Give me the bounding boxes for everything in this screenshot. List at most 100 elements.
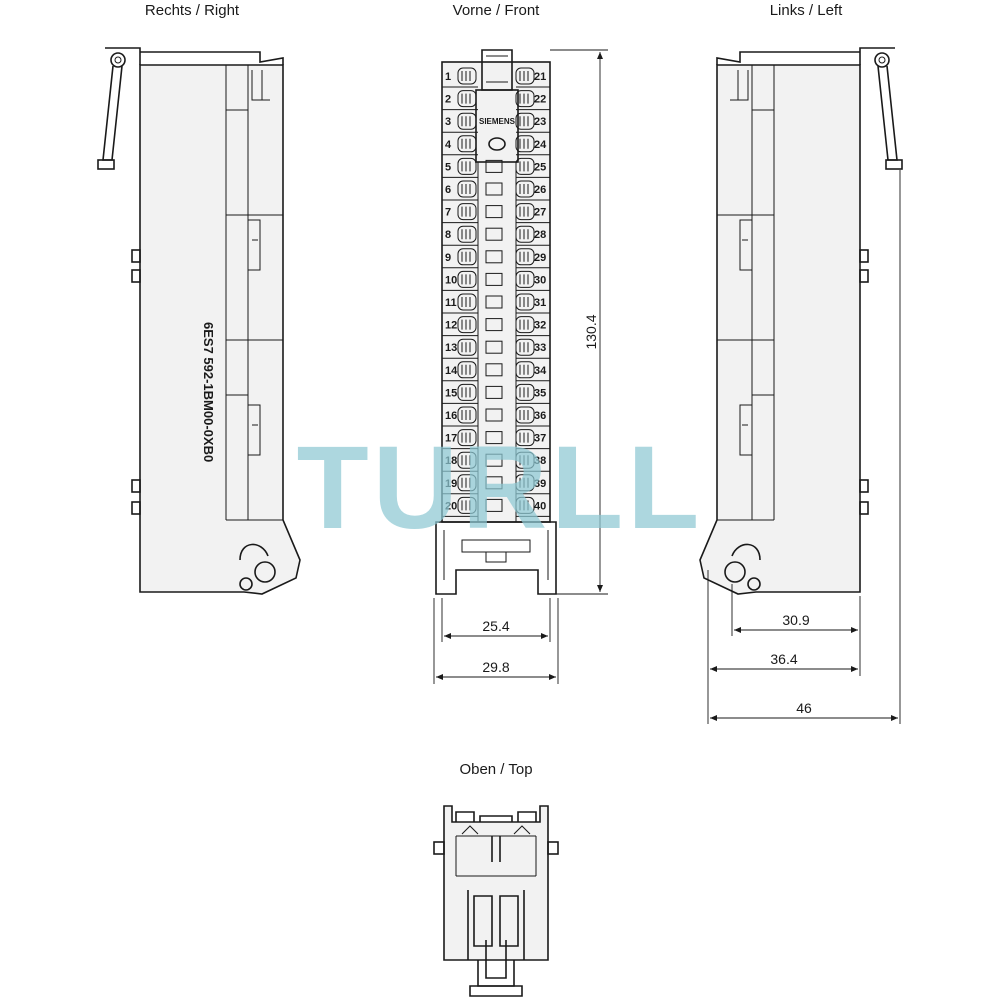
center-window [485, 340, 503, 354]
center-window [485, 272, 503, 286]
clamp-left-icon [457, 203, 477, 221]
clamp-left-icon [457, 270, 477, 288]
clamp-left-icon [457, 135, 477, 153]
terminal-number-right: 38 [534, 455, 546, 467]
center-window [485, 385, 503, 399]
clamp-left-slot [461, 274, 471, 285]
clamp-left-slot [461, 432, 471, 443]
clamp-left-icon [457, 112, 477, 130]
clamp-left-icon [457, 474, 477, 492]
clamp-right-slot [519, 184, 529, 194]
clamp-left-slot [461, 500, 471, 511]
terminal-number-left: 17 [445, 433, 457, 445]
center-window [485, 227, 503, 241]
center-window [485, 159, 503, 173]
clamp-right-slot [519, 138, 529, 149]
center-window [485, 182, 503, 196]
clamp-right-icon [515, 180, 535, 198]
clamp-left-slot [461, 138, 471, 149]
terminal-number-right: 36 [534, 410, 546, 422]
center-window [485, 408, 503, 422]
clamp-right-icon [515, 429, 535, 447]
center-window [485, 498, 503, 512]
clamp-left-icon [457, 248, 477, 266]
dim-front-outer-width: 29.8 [482, 659, 509, 675]
clamp-right-icon [515, 496, 535, 514]
clamp-left-icon [457, 496, 477, 514]
clamp-left-slot [461, 93, 471, 104]
terminal-number-left: 20 [445, 500, 457, 512]
terminal-number-left: 14 [445, 365, 458, 377]
clamp-right-slot [519, 410, 529, 420]
terminal-number-left: 7 [445, 207, 451, 219]
terminal-number-right: 25 [534, 161, 546, 173]
clamp-left-slot [461, 184, 471, 194]
clamp-right-slot [519, 229, 529, 240]
terminal-number-left: 4 [445, 139, 452, 151]
dim-left-36-4: 36.4 [770, 651, 797, 667]
clamp-left-icon [457, 157, 477, 175]
terminal-number-right: 23 [534, 116, 546, 128]
terminal-number-left: 8 [445, 229, 451, 241]
clamp-left-slot [461, 71, 471, 81]
clamp-left-icon [457, 361, 477, 379]
clamp-left-icon [457, 316, 477, 334]
clamp-right-icon [515, 248, 535, 266]
terminal-number-right: 37 [534, 433, 546, 445]
clamp-right-slot [519, 319, 529, 330]
terminal-number-left: 18 [445, 455, 457, 467]
terminal-number-right: 24 [534, 139, 547, 151]
view-title-top: Oben / Top [459, 761, 532, 778]
center-window [485, 205, 503, 219]
terminal-number-left: 6 [445, 184, 451, 196]
brand-label: SIEMENS [479, 117, 516, 126]
clamp-left-slot [461, 477, 471, 488]
terminal-row: 4 24 [442, 135, 550, 156]
clamp-right-icon [515, 157, 535, 175]
terminal-number-left: 5 [445, 161, 451, 173]
clamp-left-slot [461, 229, 471, 240]
terminal-number-right: 30 [534, 274, 546, 286]
clamp-left-slot [461, 455, 471, 466]
clamp-right-icon [515, 67, 535, 85]
clamp-right-icon [515, 316, 535, 334]
clamp-right-slot [519, 206, 529, 217]
terminal-number-left: 16 [445, 410, 457, 422]
terminal-number-left: 13 [445, 342, 457, 354]
clamp-left-slot [461, 251, 471, 262]
terminal-number-left: 1 [445, 71, 451, 83]
clamp-right-icon [515, 361, 535, 379]
clamp-left-slot [461, 410, 471, 420]
clamp-right-icon [515, 270, 535, 288]
clamp-left-slot [461, 364, 471, 375]
center-window [485, 250, 503, 264]
clamp-left-icon [457, 225, 477, 243]
clamp-right-icon [515, 135, 535, 153]
top-view [433, 805, 559, 997]
left-side-view [699, 47, 903, 595]
clamp-right-slot [519, 477, 529, 488]
clamp-left-icon [457, 180, 477, 198]
clamp-right-slot [519, 251, 529, 262]
clamp-left-icon [457, 406, 477, 424]
terminal-row: 5 25 [442, 157, 550, 178]
clamp-right-icon [515, 406, 535, 424]
clamp-right-icon [515, 203, 535, 221]
terminal-number-left: 2 [445, 94, 451, 106]
terminal-number-right: 28 [534, 229, 546, 241]
right-side-view: 6ES7 592-1BM00-0XB0 [97, 47, 301, 595]
terminal-number-right: 40 [534, 500, 546, 512]
clamp-left-slot [461, 387, 471, 398]
clamp-right-icon [515, 451, 535, 469]
clamp-right-slot [519, 387, 529, 398]
center-window [485, 295, 503, 309]
